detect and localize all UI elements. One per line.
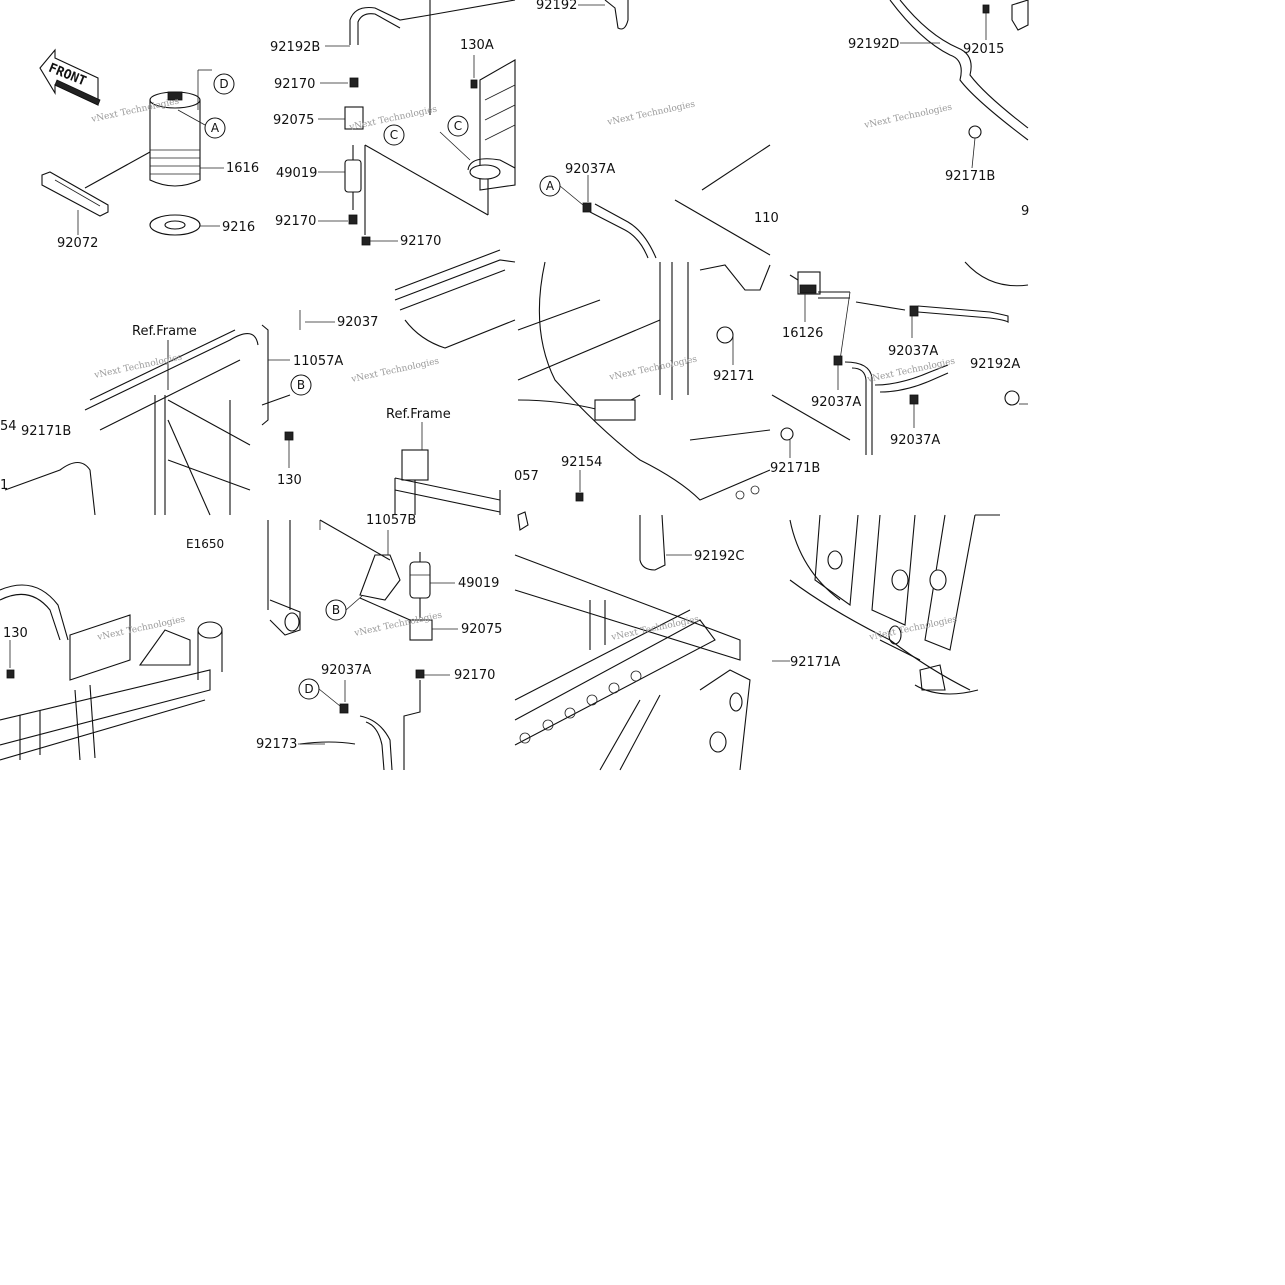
label-92192: 92192 [536,0,577,13]
solenoid-valve-part [789,271,850,299]
svg-text:vNext Technologies: vNext Technologies [866,356,957,385]
fuel-filter-part [344,145,362,210]
svg-text:D: D [219,77,228,91]
callout-b-bottom: B [325,599,347,621]
bracket-b-part [359,554,401,601]
label-92037: 92037 [337,315,378,330]
label-9: 9 [1021,204,1029,219]
svg-text:A: A [211,121,220,135]
label-92173: 92173 [256,737,297,752]
label-54: 54 [0,419,17,434]
label-11057a: 11057A [293,354,343,369]
grommet-part-lower [409,619,433,641]
svg-text:vNext Technologies: vNext Technologies [868,614,959,643]
tile-bottom-left [0,584,223,761]
tile-hose-d [889,0,1029,169]
label-110: 110 [754,211,779,226]
callout-b-top: B [290,374,312,396]
label-057: 057 [514,469,539,484]
label-92171: 92171 [713,369,754,384]
tile-hose-a [578,0,771,259]
svg-text:vNext Technologies: vNext Technologies [606,99,697,128]
svg-text:C: C [454,119,462,133]
label-92037a-2: 92037A [888,344,938,359]
label-92075: 92075 [273,113,314,128]
svg-text:B: B [297,378,305,392]
tile-frame-left [84,329,259,516]
label-92072: 92072 [57,236,98,251]
svg-text:vNext Technologies: vNext Technologies [608,354,699,383]
label-92170-2: 92170 [275,214,316,229]
label-92075-2: 92075 [461,622,502,637]
callout-a-top: A [204,117,226,139]
fuel-filter-part-lower [409,552,431,618]
label-92154: 92154 [561,455,602,470]
tile-frame-center [261,249,516,515]
label-92037a-5: 92037A [321,663,371,678]
callout-c-right: C [447,115,469,137]
label-130-2: 130 [3,626,28,641]
label-130a: 130A [460,38,494,53]
label-92192d: 92192D [848,37,899,52]
grommet-part [344,106,364,130]
label-92171a: 92171A [790,655,840,670]
svg-text:B: B [332,603,340,617]
diagram-code: E1650 [186,537,224,551]
label-ref-frame-1: Ref.Frame [132,324,197,339]
bracket-part [467,59,516,191]
clamp-ring-part [716,326,734,344]
svg-text:C: C [390,128,398,142]
tile-purge-valve [771,261,1029,458]
tile-bottom-far-right [789,514,1000,695]
svg-text:vNext Technologies: vNext Technologies [610,614,701,643]
svg-text:vNext Technologies: vNext Technologies [863,102,954,131]
label-92170-4: 92170 [454,668,495,683]
label-92171b-2: 92171B [21,424,71,439]
label-92037a-3: 92037A [811,395,861,410]
canister-part [149,91,201,187]
label-9216: 9216 [222,220,255,235]
svg-text:vNext Technologies: vNext Technologies [350,356,441,385]
label-49019: 49019 [276,166,317,181]
label-92171b-3: 92171B [770,461,820,476]
label-1616: 1616 [226,161,259,176]
tile-bottom-center [267,519,458,771]
tile-frame-right [517,261,771,501]
tile-bottom-right [514,470,790,771]
callout-d-bottom: D [298,678,320,700]
label-11057b: 11057B [366,513,416,528]
svg-text:A: A [546,179,555,193]
label-92170-3: 92170 [400,234,441,249]
tile-filter-stack [318,0,516,246]
label-ref-frame-2: Ref.Frame [386,407,451,422]
ref-frame-bracket [394,449,501,515]
svg-text:vNext Technologies: vNext Technologies [96,614,187,643]
label-16126: 16126 [782,326,823,341]
callout-d-top: D [213,73,235,95]
label-92037a-1: 92037A [565,162,615,177]
label-49019-2: 49019 [458,576,499,591]
label-92170-1: 92170 [274,77,315,92]
label-92015: 92015 [963,42,1004,57]
label-92192b: 92192B [270,40,320,55]
svg-text:D: D [304,682,313,696]
part-labels: 92192 92192B 92192D 92192A 92192C 92170 … [0,0,1029,752]
front-arrow-icon: FRONT [39,48,101,106]
clamp-part [349,77,359,88]
callout-c-left: C [383,124,405,146]
tile-canister: FRONT [4,48,224,516]
callout-a-mid: A [539,175,561,197]
label-130: 130 [277,473,302,488]
label-92171b-1: 92171B [945,169,995,184]
svg-text:vNext Technologies: vNext Technologies [90,96,181,125]
strap-part [41,151,151,217]
label-92192a: 92192A [970,357,1020,372]
label-92037a-4: 92037A [890,433,940,448]
label-1: 1 [0,478,8,493]
label-92192c: 92192C [694,549,744,564]
